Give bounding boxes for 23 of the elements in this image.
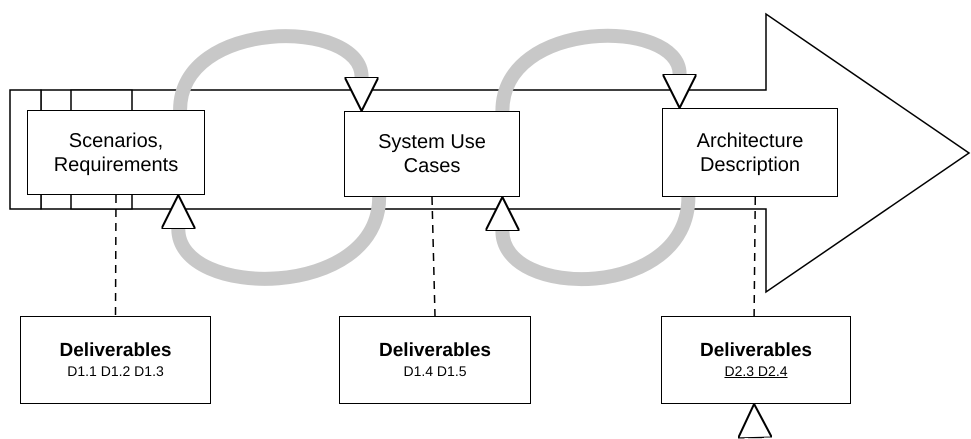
curved-arrow [160, 194, 386, 286]
process-box [344, 111, 520, 197]
process-box [27, 110, 205, 195]
dashed-connector [114, 195, 117, 316]
dashed-connector [431, 196, 436, 316]
curved-arrow [484, 196, 696, 286]
box-heading: Deliverables [700, 340, 812, 362]
curved-arrow [173, 29, 380, 112]
dashed-connector [753, 197, 756, 316]
deliverables-box [339, 316, 531, 404]
deliverables-box [20, 316, 211, 404]
box-heading: Deliverables [379, 340, 491, 362]
deliverables-box [661, 316, 851, 404]
process-box [662, 108, 838, 197]
box-label: Scenarios, Requirements [52, 128, 180, 176]
block-arrow [736, 402, 773, 439]
box-label: Architecture Description [696, 128, 804, 176]
curved-arrow [496, 28, 698, 112]
box-label: System Use Cases [377, 130, 487, 178]
box-heading: Deliverables [60, 340, 172, 362]
deliverable-codes: D1.1 D1.2 D1.3 [67, 362, 164, 380]
deliverable-codes: D2.3 D2.4 [724, 362, 788, 380]
deliverable-codes: D1.4 D1.5 [403, 362, 467, 380]
